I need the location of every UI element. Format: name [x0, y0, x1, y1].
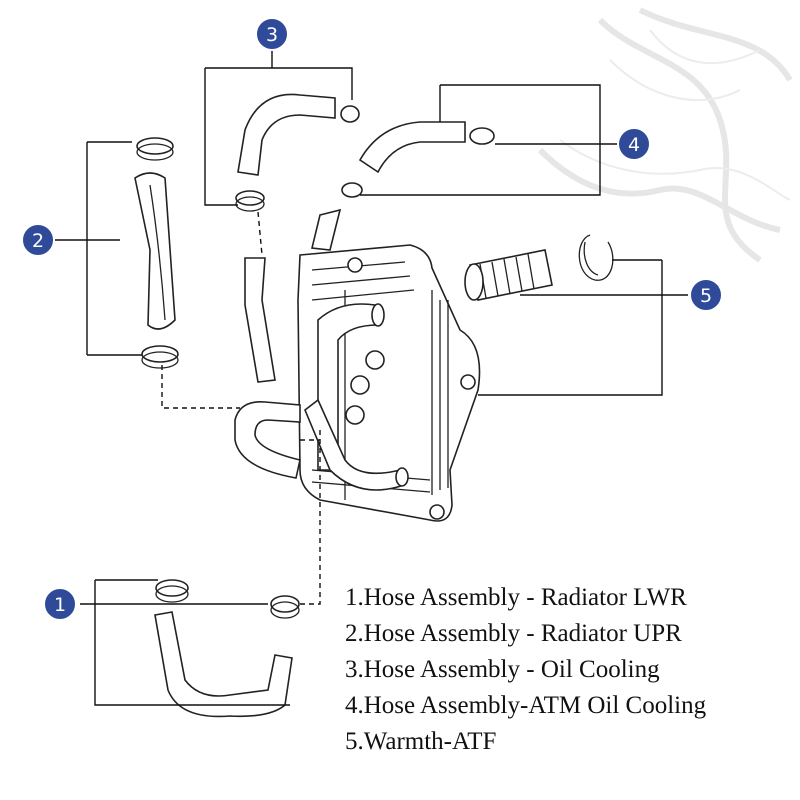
- oil-cooler: [297, 244, 481, 522]
- background-watermark: [537, 7, 793, 263]
- callout-badge-5: 5: [689, 278, 723, 312]
- callout-badge-4: 4: [617, 127, 651, 161]
- callout-badge-1: 1: [43, 587, 77, 621]
- assembly-dashed-lines: [161, 211, 321, 605]
- hose-radiator-lwr: [154, 579, 300, 718]
- lower-elbow-pipe: [234, 401, 301, 479]
- legend-item-2: 2.Hose Assembly - Radiator UPR: [345, 620, 682, 647]
- callout-number-1: 1: [54, 594, 66, 616]
- callout-number-3: 3: [266, 24, 278, 46]
- hose-atm-oil-cooling: [244, 121, 495, 383]
- callout-number-4: 4: [628, 134, 640, 156]
- legend-item-4: 4.Hose Assembly-ATM Oil Cooling: [345, 692, 707, 719]
- legend-item-3: 3.Hose Assembly - Oil Cooling: [345, 656, 660, 683]
- callout-badge-2: 2: [21, 223, 55, 257]
- circlip: [578, 234, 614, 281]
- hose-oil-cooling: [235, 93, 360, 212]
- legend-item-1: 1.Hose Assembly - Radiator LWR: [345, 584, 687, 611]
- callout-number-5: 5: [700, 285, 712, 307]
- legend-item-5: 5.Warmth-ATF: [345, 728, 497, 755]
- atf-filter: [464, 249, 553, 301]
- hose-radiator-upr: [134, 137, 179, 369]
- leader-lines: [55, 50, 688, 706]
- callout-number-2: 2: [32, 230, 44, 252]
- parts-legend: 1.Hose Assembly - Radiator LWR 2.Hose As…: [345, 580, 706, 760]
- callout-badge-3: 3: [255, 17, 289, 51]
